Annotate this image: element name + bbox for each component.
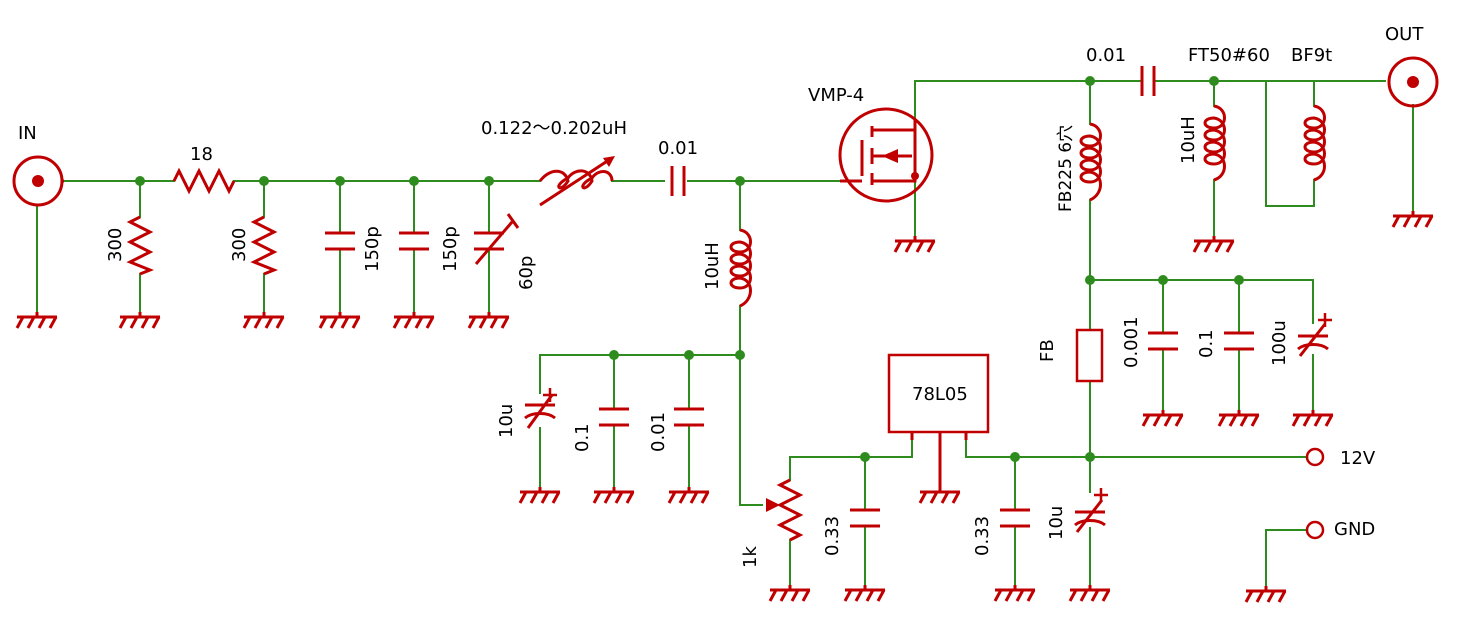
c-sup-0001-label: 0.001 — [1121, 316, 1142, 368]
fb-supply-label: FB — [1037, 339, 1058, 362]
inductor-icon — [729, 228, 752, 308]
mosfet-vmp4 — [838, 107, 934, 203]
transistor-label: VMP-4 — [808, 85, 864, 106]
ground-icon — [1291, 408, 1335, 428]
capacitor-icon — [599, 407, 629, 427]
l-out-10uh-label: 10uH — [1178, 116, 1199, 164]
ground-icon — [993, 583, 1037, 603]
inductor-icon — [538, 169, 614, 190]
c-bias-01-label: 0.1 — [572, 423, 593, 452]
terminal-icon — [1305, 447, 1325, 467]
electrolytic-capacitor — [524, 388, 557, 429]
resistor-icon — [776, 478, 804, 542]
coax-connector-out[interactable] — [1387, 56, 1439, 108]
mosfet-icon — [838, 107, 934, 203]
ground-icon — [918, 485, 962, 505]
capacitor-icon — [670, 166, 686, 196]
ground-icon — [1217, 408, 1261, 428]
l-out-bf-label: BF9t — [1291, 45, 1332, 66]
l-bias-label: 10uH — [702, 242, 723, 290]
c-bias-001-label: 0.01 — [648, 412, 669, 452]
regulator-78l05 — [887, 353, 990, 487]
c-trim-label: 60p — [516, 256, 537, 290]
inductor-icon — [1303, 104, 1326, 182]
c-bias-10u-label: 10u — [496, 404, 517, 438]
c-sup-01-label: 0.1 — [1196, 329, 1217, 358]
capacitor-icon — [674, 407, 704, 427]
ground-icon — [893, 234, 937, 254]
ground-icon — [1192, 234, 1236, 254]
coax-connector-in[interactable] — [12, 155, 64, 207]
connector-out-label: OUT — [1385, 24, 1424, 45]
l-var-label: 0.122～0.202uH — [481, 118, 627, 139]
ground-icon — [118, 310, 162, 330]
regulator-label: 78L05 — [912, 384, 968, 405]
ground-icon — [242, 310, 286, 330]
electrolytic-capacitor — [1297, 313, 1332, 357]
l-out-core-label: FT50#60 — [1188, 45, 1270, 66]
grounds — [15, 209, 1435, 604]
r-series-label: 18 — [190, 144, 213, 165]
terminal-12v[interactable] — [1305, 447, 1325, 467]
resistor-icon — [126, 215, 155, 276]
capacitor-icon — [850, 508, 880, 528]
c-150p-2-label: 150p — [440, 226, 461, 272]
capacitor-icon — [1148, 331, 1178, 351]
ground-icon — [15, 310, 59, 330]
junction-dots — [135, 76, 1244, 462]
ground-icon — [518, 485, 562, 505]
resistor-icon — [172, 167, 236, 195]
wires — [36, 80, 1414, 587]
ground-icon — [1068, 583, 1112, 603]
terminal-icon — [1305, 520, 1325, 540]
terminal-12v-label: 12V — [1340, 448, 1376, 469]
inductor-icon — [1203, 104, 1226, 182]
c-coupling-in-label: 0.01 — [658, 138, 698, 159]
ground-icon — [1244, 584, 1288, 604]
ground-icon — [592, 485, 636, 505]
terminal-gnd-label: GND — [1334, 519, 1375, 540]
capacitor-icon — [325, 231, 355, 251]
electrolytic-capacitor — [1074, 488, 1108, 533]
c-150p-1-label: 150p — [362, 226, 383, 272]
capacitor-icon — [1297, 334, 1329, 351]
ground-icon — [843, 583, 887, 603]
l-drain-label: FB225 6穴 — [1056, 125, 1076, 212]
c-reg-in-label: 0.33 — [822, 516, 843, 556]
pot-label: 1k — [740, 546, 761, 568]
r-shunt-2-label: 300 — [229, 228, 250, 262]
resistor-icon — [250, 215, 279, 276]
capacitor-icon — [1074, 510, 1106, 527]
connector-in-label: IN — [18, 123, 37, 144]
c-sup-100u-label: 100u — [1269, 320, 1290, 366]
capacitor-icon — [399, 231, 429, 251]
potentiometer — [766, 478, 804, 542]
ground-icon — [1391, 209, 1435, 229]
ground-icon — [318, 310, 362, 330]
capacitor-icon — [1140, 66, 1156, 96]
trimmer-capacitor — [474, 213, 520, 265]
ground-icon — [667, 485, 711, 505]
inductor-icon — [1079, 122, 1102, 202]
ground-icon — [768, 583, 812, 603]
terminal-gnd[interactable] — [1305, 520, 1325, 540]
c-reg-out-elec-label: 10u — [1046, 506, 1067, 540]
variable-inductor — [538, 156, 615, 207]
capacitor-icon — [1000, 508, 1030, 528]
ground-icon — [467, 310, 511, 330]
capacitor-icon — [1224, 331, 1254, 351]
ground-icon — [1141, 408, 1185, 428]
c-coupling-out-label: 0.01 — [1086, 45, 1126, 66]
ferrite-bead-icon — [1075, 328, 1104, 383]
coax-connector-icon — [1387, 56, 1439, 108]
r-shunt-1-label: 300 — [105, 228, 126, 262]
c-reg-out-label: 0.33 — [972, 516, 993, 556]
ground-icon — [392, 310, 436, 330]
